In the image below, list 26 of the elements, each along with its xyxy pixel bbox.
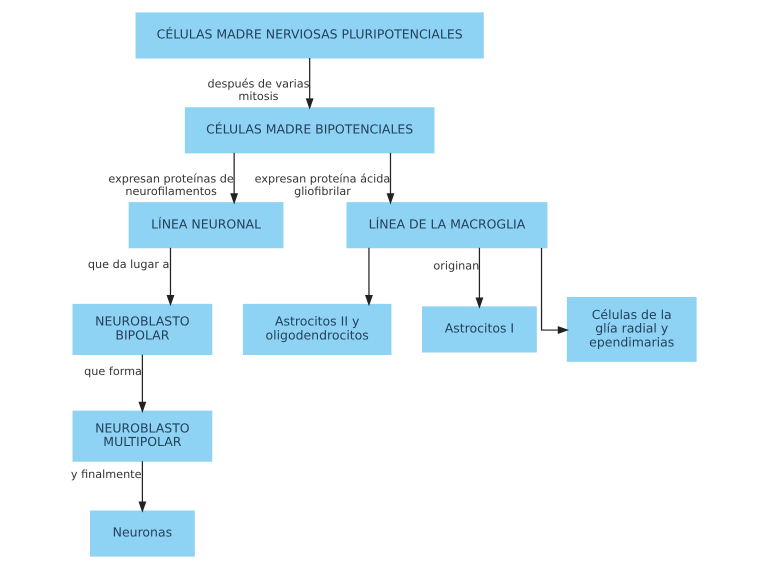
edge-label: expresan proteínas de neurofilamentos	[108, 172, 234, 198]
node-box: NEUROBLASTO BIPOLAR	[72, 304, 212, 356]
arrow	[138, 354, 146, 413]
edge-label: después de varias mitosis	[207, 77, 309, 103]
edge-label: expresan proteína ácida gliofibrilar	[254, 172, 390, 198]
node-box: Astrocitos II y oligodendrocitos	[242, 304, 391, 356]
node-box: NEUROBLASTO MULTIPOLAR	[72, 410, 212, 462]
arrow	[166, 248, 174, 306]
arrow	[305, 58, 314, 110]
node-box: Neuronas	[89, 510, 194, 557]
node-box: CÉLULAS MADRE BIPOTENCIALES	[184, 107, 434, 154]
edge-label: que da lugar a	[87, 258, 169, 272]
arrow	[230, 152, 238, 204]
edge-label: y finalmente	[70, 468, 142, 482]
node-box: LÍNEA NEURONAL	[128, 202, 283, 248]
arrow	[364, 248, 372, 306]
node-box: CÉLULAS MADRE NERVIOSAS PLURIPOTENCIALES	[135, 12, 484, 59]
edge-label: que forma	[84, 365, 142, 378]
arrow	[138, 461, 146, 513]
arrow	[474, 248, 483, 309]
node-box: LÍNEA DE LA MACROGLIA	[346, 202, 547, 248]
arrow	[540, 248, 569, 334]
node-box: Células de la glía radial y ependimarias	[566, 296, 696, 362]
node-box: Astrocitos I	[422, 306, 536, 353]
arrow	[386, 152, 394, 204]
edge-label: originan	[432, 259, 479, 272]
